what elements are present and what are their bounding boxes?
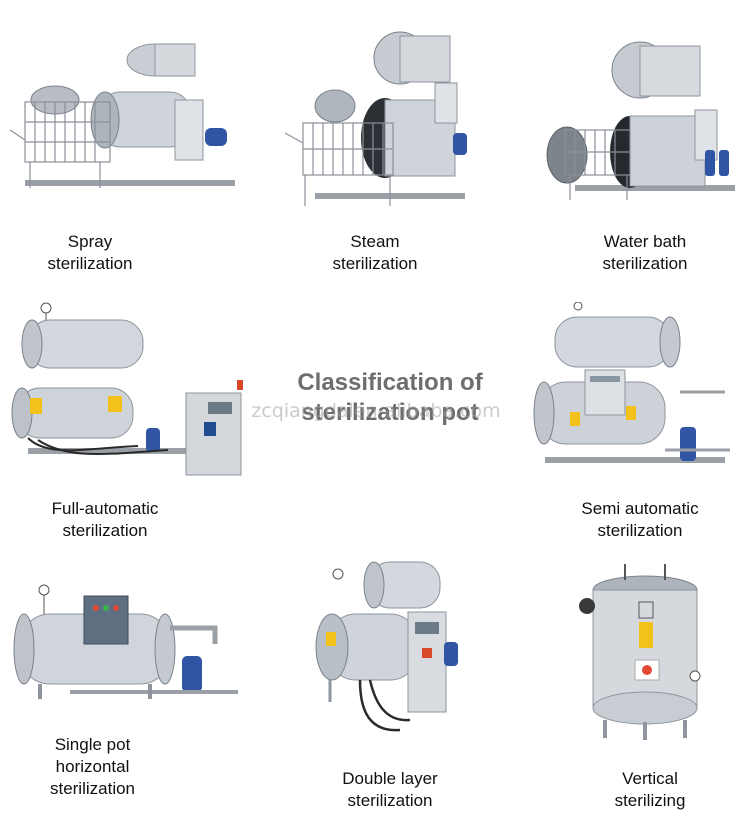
spray-sterilizer-image xyxy=(9,43,235,188)
steam-sterilizer-image xyxy=(285,31,467,206)
full-automatic-sterilizer-image xyxy=(11,302,243,476)
water-bath-sterilizer-image xyxy=(546,41,735,200)
single-pot-horizontal-sterilizer-image xyxy=(13,584,238,699)
semi-automatic-sterilizer-image xyxy=(533,302,730,463)
watermark: zcqiangdalen-alibaba.com xyxy=(251,400,501,422)
double-layer-sterilizer-image xyxy=(315,561,458,732)
vertical-sterilizer-image xyxy=(579,564,701,740)
